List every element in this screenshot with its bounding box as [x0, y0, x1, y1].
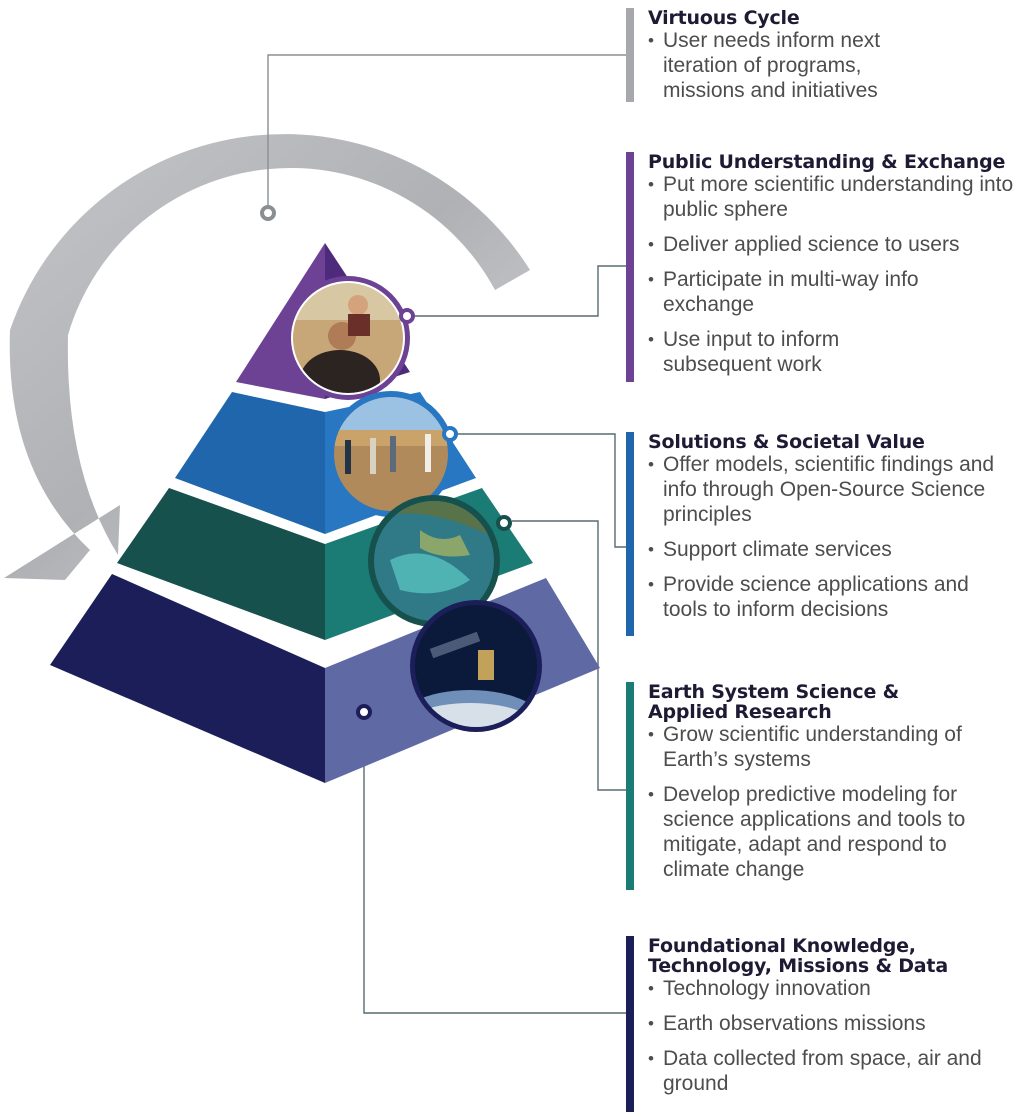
connector-public: [414, 265, 626, 317]
section-items: Technology innovation Earth observations…: [648, 976, 1026, 1096]
section-items: Grow scientific understanding of Earth’s…: [648, 722, 1026, 882]
section-title: Solutions & Societal Value: [648, 431, 925, 453]
dot-research: [496, 515, 512, 531]
dot-solutions: [442, 426, 458, 442]
list-item: Develop predictive modeling for science …: [648, 782, 993, 882]
section-accent-bar: [626, 432, 634, 636]
section-accent-bar: [626, 682, 634, 890]
dot-virtuous: [260, 205, 276, 221]
section-title: Virtuous Cycle: [648, 7, 800, 29]
list-item: Data collected from space, air and groun…: [648, 1046, 983, 1096]
section-title: Earth System Science & Applied Research: [648, 681, 899, 723]
section-title: Foundational Knowledge, Technology, Miss…: [648, 935, 948, 977]
list-item: Use input to inform subsequent work: [648, 327, 903, 377]
connector-dots: [260, 205, 512, 720]
connector-solutions: [458, 433, 626, 548]
list-item: Earth observations missions: [648, 1011, 1026, 1036]
list-item: Provide science applications and tools t…: [648, 572, 1003, 622]
section-foundational-knowledge: Foundational Knowledge, Technology, Miss…: [626, 936, 1026, 1112]
list-item: Support climate services: [648, 537, 1026, 562]
list-item: Participate in multi-way info exchange: [648, 267, 925, 317]
list-item: Deliver applied science to users: [648, 232, 1026, 257]
dot-public: [399, 308, 415, 324]
list-item: Grow scientific understanding of Earth’s…: [648, 722, 1003, 772]
connector-foundation: [363, 712, 626, 1014]
section-public-understanding: Public Understanding & Exchange Put more…: [626, 152, 1026, 382]
section-items: User needs inform next iteration of prog…: [648, 28, 1026, 103]
section-items: Offer models, scientific findings and in…: [648, 452, 1026, 622]
section-title: Public Understanding & Exchange: [648, 151, 1006, 173]
tier-research-left: [117, 488, 325, 640]
section-earth-system-science: Earth System Science & Applied Research …: [626, 682, 1026, 890]
section-solutions-societal-value: Solutions & Societal Value Offer models,…: [626, 432, 1026, 636]
section-accent-bar: [626, 8, 634, 102]
list-item: Offer models, scientific findings and in…: [648, 452, 1003, 527]
section-accent-bar: [626, 936, 634, 1112]
connector-virtuous: [267, 54, 626, 212]
list-item: User needs inform next iteration of prog…: [648, 28, 923, 103]
tier-foundation-left: [50, 574, 325, 783]
section-items: Put more scientific understanding into p…: [648, 172, 1026, 377]
connector-research: [512, 520, 626, 791]
connector-lines: [267, 54, 626, 1014]
section-virtuous-cycle: Virtuous Cycle User needs inform next it…: [626, 8, 1026, 102]
list-item: Technology innovation: [648, 976, 1026, 1001]
list-item: Put more scientific understanding into p…: [648, 172, 1034, 222]
photo-people-field: [328, 391, 454, 517]
section-accent-bar: [626, 152, 634, 382]
tier-solutions-left: [175, 392, 325, 534]
dot-foundation: [356, 704, 372, 720]
